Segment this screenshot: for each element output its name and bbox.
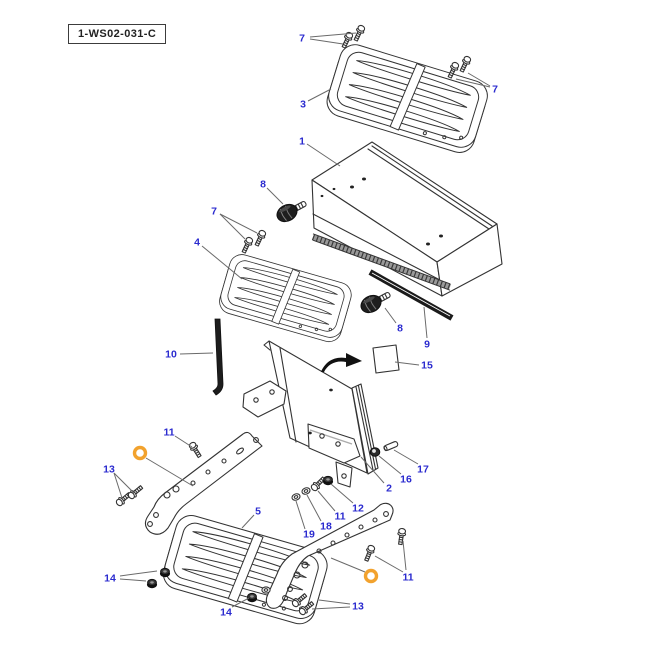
leader-line <box>145 457 194 487</box>
part-15-pad <box>372 344 400 374</box>
box-edge-band <box>311 233 452 291</box>
callout-10[interactable]: 10 <box>165 349 177 361</box>
callout-11[interactable]: 11 <box>163 427 174 439</box>
callout-8[interactable]: 8 <box>397 323 403 335</box>
callout-2[interactable]: 2 <box>386 483 392 495</box>
callout-11[interactable]: 11 <box>334 511 345 523</box>
callout-4[interactable]: 4 <box>194 237 200 249</box>
leader-line <box>241 514 255 529</box>
part-18-washer <box>300 486 312 496</box>
leader-line <box>295 500 306 530</box>
part-9-trim-strip <box>368 269 454 321</box>
part-6-step-arm-right <box>265 502 394 609</box>
callout-3[interactable]: 3 <box>300 99 306 111</box>
leader-line <box>467 72 491 87</box>
callout-7[interactable]: 7 <box>492 84 498 96</box>
part-10-edge-strip <box>212 318 224 396</box>
leader-line <box>455 78 491 88</box>
callout-12[interactable]: 12 <box>352 503 364 515</box>
part-19-washer <box>290 492 302 502</box>
leader-line <box>119 570 158 577</box>
part-16-bushing <box>369 447 381 457</box>
leader-line <box>374 555 404 573</box>
callout-15[interactable]: 15 <box>421 360 433 372</box>
leader-line <box>393 449 419 465</box>
callout-1[interactable]: 1 <box>299 136 305 148</box>
leader-line <box>394 361 420 366</box>
callout-8[interactable]: 8 <box>260 179 266 191</box>
leader-line <box>174 435 193 448</box>
highlight-ring-part-6[interactable] <box>132 445 148 461</box>
leader-line <box>231 597 250 608</box>
leader-line <box>201 245 243 280</box>
leader-line <box>219 213 246 240</box>
callout-9[interactable]: 9 <box>424 339 430 351</box>
leader-line <box>113 472 123 499</box>
callout-11[interactable]: 11 <box>402 572 413 584</box>
callout-13[interactable]: 13 <box>103 464 115 476</box>
callout-13[interactable]: 13 <box>352 601 364 613</box>
leader-line <box>219 213 258 234</box>
highlight-ring-part-6[interactable] <box>363 568 379 584</box>
leader-line <box>179 352 214 355</box>
part-4-step-plate <box>216 251 355 346</box>
leader-line <box>384 307 397 324</box>
callout-17[interactable]: 17 <box>417 464 429 476</box>
leader-line <box>330 483 354 504</box>
leader-line <box>309 38 344 45</box>
callout-14[interactable]: 14 <box>104 573 116 585</box>
leader-line <box>402 540 407 571</box>
part-6-step-arm-left <box>144 431 263 535</box>
callout-19[interactable]: 19 <box>303 529 315 541</box>
callout-5[interactable]: 5 <box>255 506 261 518</box>
callout-14[interactable]: 14 <box>220 607 232 619</box>
leader-line <box>309 32 357 38</box>
callout-7[interactable]: 7 <box>211 206 217 218</box>
leader-line <box>378 455 402 475</box>
part-2-mounting-plate <box>242 340 379 488</box>
leader-line <box>119 578 147 582</box>
leader-line <box>266 187 284 205</box>
part-17-pin <box>383 441 399 452</box>
leader-line <box>423 306 428 339</box>
leader-line <box>306 494 322 522</box>
leader-line <box>306 143 341 167</box>
leader-line <box>113 472 135 494</box>
leader-line <box>307 88 332 102</box>
part-12-nut <box>322 475 334 486</box>
callout-7[interactable]: 7 <box>299 33 305 45</box>
leader-line <box>317 490 336 512</box>
leader-line <box>318 599 351 605</box>
callout-16[interactable]: 16 <box>400 474 412 486</box>
part-1-support-box <box>311 141 503 297</box>
leader-line <box>360 456 385 484</box>
diagram-reference-code: 1-WS02-031-C <box>68 24 167 44</box>
install-direction-arrow-icon <box>321 353 362 372</box>
leader-line <box>311 606 351 610</box>
leader-line <box>330 557 366 573</box>
callout-18[interactable]: 18 <box>320 521 332 533</box>
